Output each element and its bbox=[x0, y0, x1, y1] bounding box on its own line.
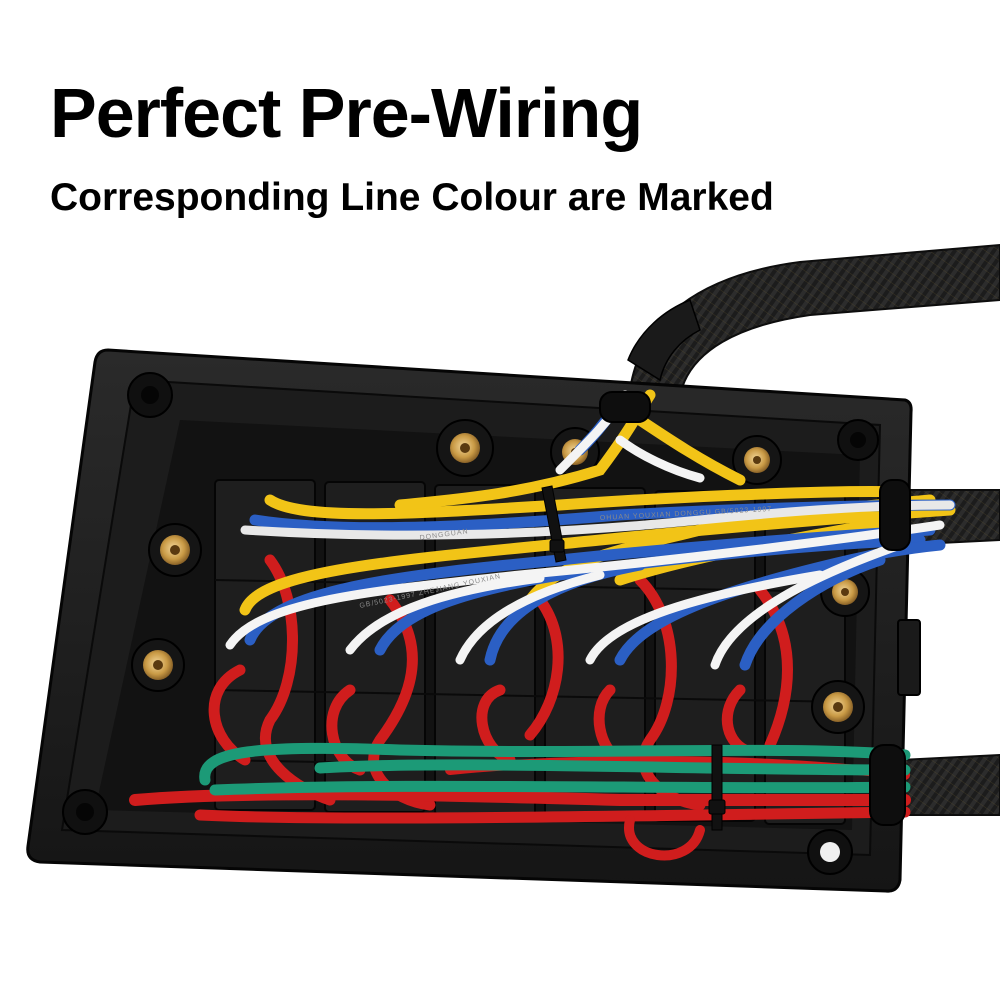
headline: Perfect Pre-Wiring bbox=[50, 74, 643, 152]
side-clip bbox=[897, 619, 921, 696]
green-wires bbox=[199, 742, 911, 796]
grommets bbox=[599, 391, 911, 826]
braided-sleeve-top bbox=[627, 243, 1000, 397]
subheadline: Corresponding Line Colour are Marked bbox=[50, 176, 774, 219]
cable-ties bbox=[541, 485, 726, 831]
relay-box-photo: OHUAN YOUXIAN DONGGU GB/5023-1997 GB/502… bbox=[26, 243, 1000, 893]
